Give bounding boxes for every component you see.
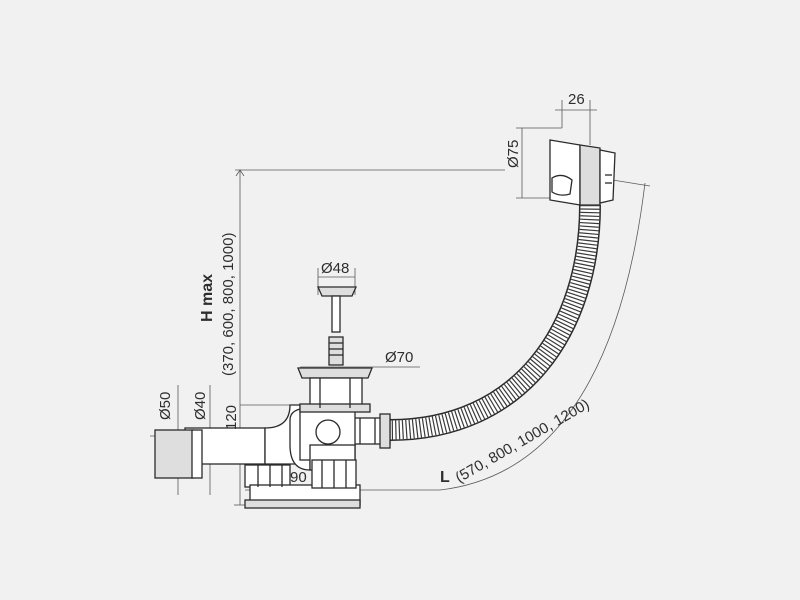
drain-flange (297, 367, 373, 413)
label-hmax-title: H max (199, 274, 216, 322)
label-d50: Ø50 (157, 392, 174, 420)
label-hmax-values: (370, 600, 800, 1000) (220, 233, 237, 376)
label-d48: Ø48 (321, 260, 349, 277)
overflow-head (549, 139, 616, 206)
label-120: 120 (223, 405, 240, 430)
label-l-title: L (440, 469, 450, 486)
label-d40: Ø40 (192, 392, 209, 420)
label-90: 90 (290, 469, 307, 486)
label-d75: Ø75 (505, 140, 522, 168)
drain-plug (316, 286, 358, 366)
flexible-hose (389, 204, 601, 441)
waste-body (154, 404, 361, 509)
label-d70: Ø70 (385, 349, 413, 366)
label-26: 26 (568, 91, 585, 108)
